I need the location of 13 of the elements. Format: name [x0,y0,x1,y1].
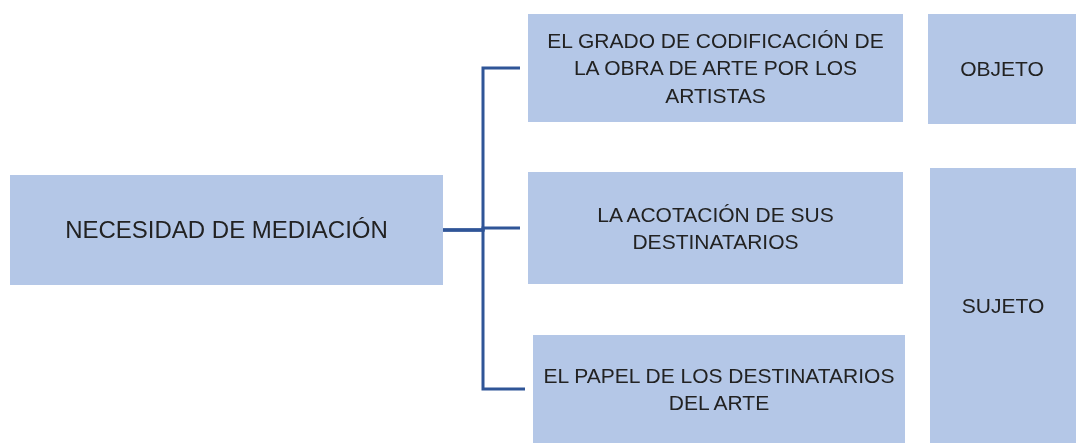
box-label: SUJETO [961,292,1045,319]
text-box [528,14,903,122]
text-box [533,335,905,443]
text-box [928,14,1076,124]
box-label: EL PAPEL DE LOS DESTINATARIOS DEL ARTE [543,362,895,416]
box-label: EL GRADO DE CODIFICACIÓN DE LA OBRA DE ARTE POR LOS ARTISTAS [546,28,885,109]
text-box [528,172,903,284]
bracket-connector [443,228,525,391]
text-box [10,175,443,285]
box-label: LA ACOTACIÓN DE SUS DESTINATARIOS [596,201,835,255]
box-label: NECESIDAD DE MEDIACIÓN [65,215,388,246]
text-box [930,168,1076,443]
box-label: OBJETO [960,56,1044,83]
